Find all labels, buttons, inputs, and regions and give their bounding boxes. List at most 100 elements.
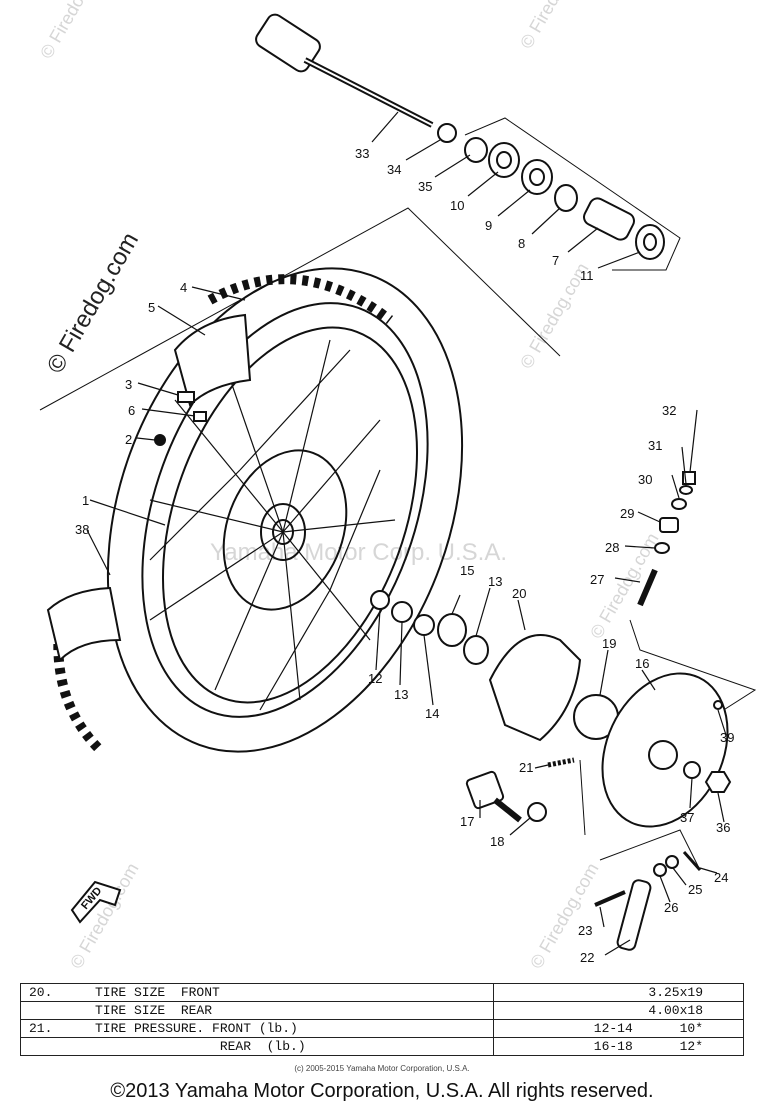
callout-22: 22 bbox=[580, 950, 594, 965]
callout-7: 7 bbox=[552, 253, 559, 268]
spec-value: 16-18 12* bbox=[493, 1037, 744, 1056]
callout-3: 3 bbox=[125, 377, 132, 392]
callout-leaders bbox=[86, 111, 727, 956]
callout-4: 4 bbox=[180, 280, 187, 295]
tube-5 bbox=[173, 313, 252, 407]
callout-37: 37 bbox=[680, 810, 694, 825]
gear-15 bbox=[437, 613, 467, 647]
nut-25 bbox=[665, 855, 679, 869]
callout-32: 32 bbox=[662, 403, 676, 418]
leader-lines bbox=[39, 117, 757, 871]
bolt-23 bbox=[594, 890, 626, 907]
seal-18 bbox=[527, 802, 547, 822]
axle-head bbox=[255, 13, 321, 73]
valve-3 bbox=[177, 391, 195, 403]
callout-28: 28 bbox=[605, 540, 619, 555]
callout-38: 38 bbox=[75, 522, 89, 537]
callout-34: 34 bbox=[387, 162, 401, 177]
callout-25: 25 bbox=[688, 882, 702, 897]
camshaft-17 bbox=[465, 770, 505, 810]
washer-26 bbox=[653, 863, 667, 877]
callout-17: 17 bbox=[460, 814, 474, 829]
callout-5: 5 bbox=[148, 300, 155, 315]
ring-13a bbox=[391, 601, 413, 623]
tire-section-38 bbox=[46, 586, 122, 662]
rim bbox=[162, 326, 418, 704]
exploded-wheel-diagram: © Firedog.com © Firedog.com © Firedog.co… bbox=[36, 0, 757, 972]
callout-31: 31 bbox=[648, 438, 662, 453]
callout-9: 9 bbox=[485, 218, 492, 233]
spec-no bbox=[20, 1037, 87, 1056]
washer-34 bbox=[437, 123, 457, 143]
callout-33: 33 bbox=[355, 146, 369, 161]
callout-numbers: 33 34 35 10 9 8 7 11 4 5 3 6 2 1 38 12 1… bbox=[75, 146, 734, 965]
watermark-main: © Firedog.com bbox=[42, 228, 144, 378]
spec-desc: TIRE PRESSURE. FRONT (lb.) bbox=[87, 1019, 494, 1038]
spec-no: 21. bbox=[20, 1019, 87, 1038]
copyright-footer: ©2013 Yamaha Motor Corporation, U.S.A. A… bbox=[110, 1080, 654, 1102]
spec-no bbox=[20, 1001, 87, 1020]
spec-value: 12-14 10* bbox=[493, 1019, 744, 1038]
callout-12: 12 bbox=[368, 671, 382, 686]
callout-6: 6 bbox=[128, 403, 135, 418]
callout-26: 26 bbox=[664, 900, 678, 915]
callout-16: 16 bbox=[635, 656, 649, 671]
nut-36 bbox=[704, 771, 732, 793]
axle-assembly bbox=[255, 13, 665, 260]
callout-2: 2 bbox=[125, 432, 132, 447]
clip-12 bbox=[370, 590, 390, 610]
spring-21 bbox=[547, 757, 575, 768]
spec-value: 4.00x18 bbox=[493, 1001, 744, 1020]
valve-6 bbox=[193, 411, 207, 422]
hub-center bbox=[260, 503, 306, 561]
callout-21: 21 bbox=[519, 760, 533, 775]
bolt-24 bbox=[682, 851, 702, 871]
washer-13b bbox=[463, 635, 489, 665]
callout-11: 11 bbox=[580, 268, 594, 283]
callout-30: 30 bbox=[638, 472, 652, 487]
callout-35: 35 bbox=[418, 179, 432, 194]
spec-no: 20. bbox=[20, 983, 87, 1002]
callout-13a: 13 bbox=[394, 687, 408, 702]
brake-assembly bbox=[370, 471, 732, 951]
callout-1: 1 bbox=[82, 493, 89, 508]
washer-31 bbox=[679, 485, 693, 495]
tire bbox=[106, 267, 464, 753]
meter-gear-27 bbox=[637, 568, 658, 607]
callout-23: 23 bbox=[578, 923, 592, 938]
valve-2 bbox=[154, 434, 166, 446]
hub-flange bbox=[222, 449, 348, 611]
callout-8: 8 bbox=[518, 236, 525, 251]
ring-14 bbox=[413, 614, 435, 636]
seal-30 bbox=[671, 498, 687, 510]
callout-14: 14 bbox=[425, 706, 439, 721]
bushing-29 bbox=[659, 517, 679, 533]
watermark-topleft: © Firedog.com bbox=[36, 0, 112, 62]
callout-24: 24 bbox=[714, 870, 728, 885]
seal-8 bbox=[554, 184, 578, 212]
spec-row: 21.TIRE PRESSURE. FRONT (lb.)12-14 10* bbox=[20, 1019, 744, 1038]
spacer-7 bbox=[583, 197, 635, 241]
watermark-center: Yamaha Motor Corp. U.S.A. bbox=[210, 539, 507, 566]
spec-desc: TIRE SIZE FRONT bbox=[87, 983, 494, 1002]
callout-15: 15 bbox=[460, 563, 474, 578]
callout-29: 29 bbox=[620, 506, 634, 521]
tire-tread bbox=[207, 274, 394, 324]
spec-desc: REAR (lb.) bbox=[87, 1037, 494, 1056]
callout-39: 39 bbox=[720, 730, 734, 745]
cam-lever-22 bbox=[616, 879, 652, 951]
spec-value: 3.25x19 bbox=[493, 983, 744, 1002]
bolt-39 bbox=[713, 700, 723, 710]
tire-inner bbox=[141, 302, 429, 718]
wheel-assembly bbox=[46, 267, 464, 754]
callout-36: 36 bbox=[716, 820, 730, 835]
washer-28 bbox=[654, 542, 670, 554]
callout-19: 19 bbox=[602, 636, 616, 651]
brake-shoe-20 bbox=[488, 634, 582, 742]
spec-row: REAR (lb.)16-18 12* bbox=[20, 1037, 744, 1056]
callout-20: 20 bbox=[512, 586, 526, 601]
callout-13b: 13 bbox=[488, 574, 502, 589]
